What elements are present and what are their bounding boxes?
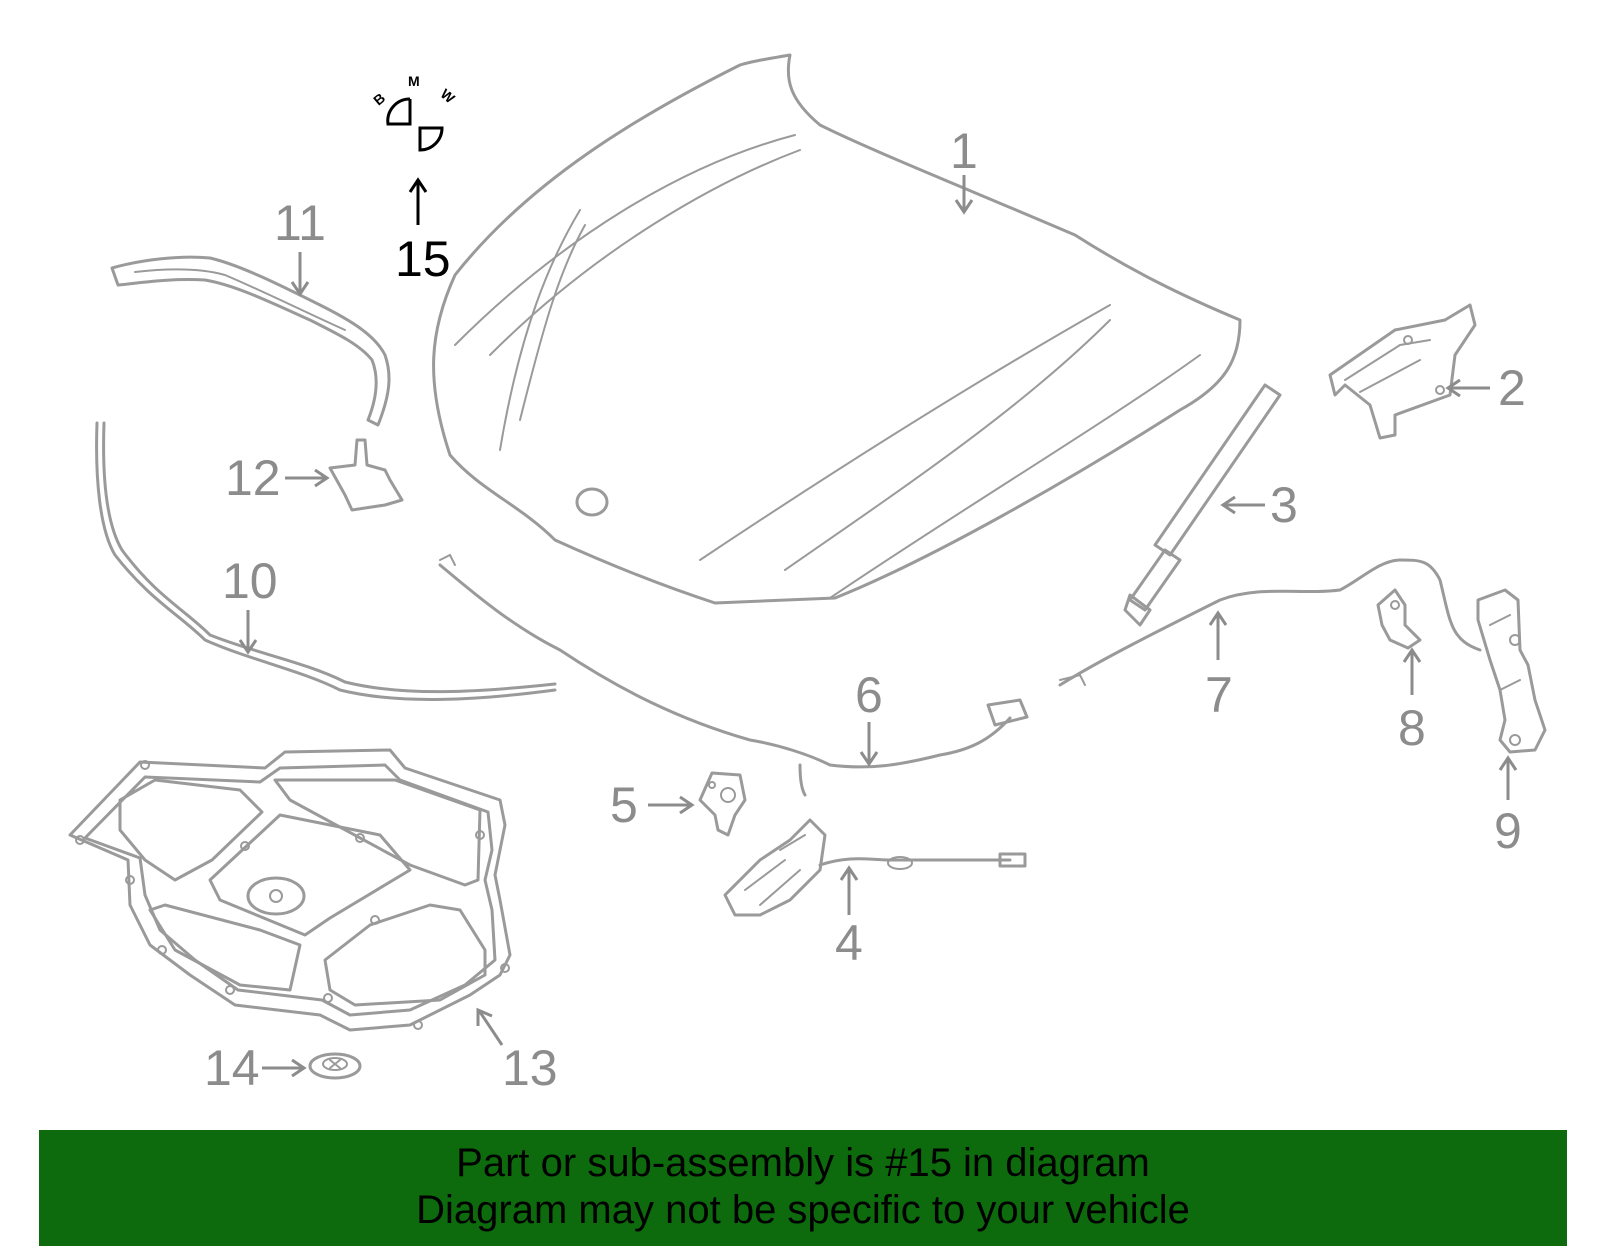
- part-11-seal-strip[interactable]: [110, 255, 391, 427]
- emblem-letter-w: W: [438, 85, 459, 106]
- part-9-lock-bracket[interactable]: [1476, 588, 1547, 754]
- leader-2: [1445, 378, 1490, 398]
- part-8-bracket[interactable]: [1376, 588, 1422, 650]
- leader-4: [839, 865, 859, 915]
- part-13-insulation[interactable]: [68, 748, 512, 1032]
- parts-diagram: 1 2 3 4 5 6: [68, 53, 1547, 1096]
- banner-line-1: Part or sub-assembly is #15 in diagram: [456, 1141, 1150, 1185]
- part-12-clip[interactable]: [328, 438, 404, 512]
- part-15-emblem[interactable]: B M W: [370, 73, 459, 152]
- leader-5: [648, 795, 695, 815]
- callout-15: 15: [395, 231, 451, 287]
- leader-12: [285, 468, 330, 488]
- part-2-hinge[interactable]: [1328, 303, 1477, 440]
- leader-11: [290, 252, 310, 297]
- callout-14: 14: [204, 1040, 260, 1096]
- leader-6: [859, 722, 879, 767]
- emblem-letter-b: B: [370, 90, 388, 109]
- emblem-letter-m: M: [408, 73, 420, 89]
- callout-11: 11: [274, 195, 326, 251]
- leader-10: [238, 610, 258, 655]
- callout-3: 3: [1270, 477, 1298, 533]
- part-7-release-cable[interactable]: [1058, 558, 1482, 687]
- leader-15: [408, 177, 428, 225]
- part-3-gas-strut[interactable]: [1123, 383, 1282, 627]
- banner-line-2: Diagram may not be specific to your vehi…: [416, 1188, 1190, 1232]
- leader-7: [1208, 610, 1228, 660]
- callout-5: 5: [610, 777, 638, 833]
- part-10-seal[interactable]: [95, 421, 557, 701]
- part-14-clip[interactable]: [308, 1052, 362, 1080]
- leader-1: [954, 175, 974, 215]
- leader-3: [1220, 495, 1265, 515]
- part-5-bracket[interactable]: [698, 771, 747, 837]
- callout-13: 13: [502, 1040, 558, 1096]
- part-1-hood[interactable]: [432, 53, 1242, 605]
- leader-8: [1402, 647, 1422, 695]
- part-6-release-cable[interactable]: [438, 553, 1029, 797]
- part-4-hood-latch[interactable]: [723, 818, 1027, 917]
- callout-1: 1: [950, 123, 978, 179]
- callout-2: 2: [1498, 360, 1526, 416]
- callout-12: 12: [225, 450, 281, 506]
- callout-8: 8: [1398, 700, 1426, 756]
- callout-4: 4: [835, 915, 863, 971]
- callout-6: 6: [855, 667, 883, 723]
- leader-9: [1498, 755, 1518, 800]
- leader-13: [476, 1007, 504, 1046]
- callout-7: 7: [1205, 667, 1233, 723]
- callout-10: 10: [222, 553, 278, 609]
- notice-banner: Part or sub-assembly is #15 in diagram D…: [39, 1130, 1567, 1246]
- leader-14: [262, 1058, 307, 1078]
- callout-9: 9: [1494, 803, 1522, 859]
